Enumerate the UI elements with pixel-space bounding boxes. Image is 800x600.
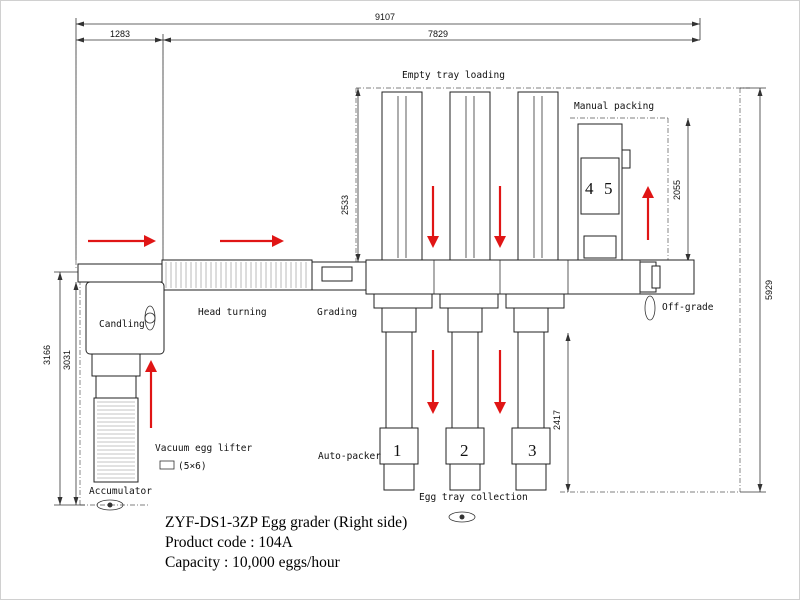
- operator-eye-icon: [96, 499, 124, 511]
- flow-arrow: [494, 350, 506, 414]
- label-off-grade: Off-grade: [662, 302, 714, 313]
- label-vacuum-egg-lifter: Vacuum egg lifter: [155, 443, 253, 454]
- tray-loader-3: [517, 91, 559, 261]
- packer-number-1: 1: [393, 441, 402, 460]
- main-conveyor: [77, 259, 695, 295]
- label-auto-packer: Auto-packer: [318, 451, 381, 462]
- label-head-turning: Head turning: [198, 307, 267, 318]
- label-lifter-spec: (5×6): [178, 461, 207, 472]
- lifter-icon: [159, 460, 175, 470]
- label-accumulator: Accumulator: [89, 486, 152, 497]
- flow-arrow: [220, 235, 284, 247]
- flow-arrow: [427, 186, 439, 248]
- dim-height-right: 5929: [764, 280, 774, 300]
- accumulator-unit: Accumulator: [89, 353, 152, 497]
- operator-eye-icon: [144, 305, 156, 331]
- flow-arrow: [88, 235, 156, 247]
- dim-left-width: 1283: [110, 29, 130, 39]
- caption-product-code: Product code : 104A: [165, 534, 294, 551]
- candling-unit: Candling: [85, 281, 165, 355]
- flow-arrow: [427, 350, 439, 414]
- dim-total-width: 9107: [375, 12, 395, 22]
- right-dimension: 5929: [740, 87, 774, 493]
- label-grading: Grading: [317, 307, 357, 318]
- manual-packing-station: 4 5 Manual packing: [574, 101, 654, 261]
- manual-number-5: 5: [604, 179, 613, 198]
- label-manual-packing: Manual packing: [574, 101, 654, 112]
- dim-manual-height: 2055: [672, 180, 682, 200]
- label-candling: Candling: [99, 319, 145, 330]
- flow-arrow: [145, 360, 157, 428]
- packer-number-3: 3: [528, 441, 537, 460]
- dim-main-width: 7829: [428, 29, 448, 39]
- left-dimensions: 3166 3031: [42, 271, 85, 506]
- packer-lane-1: 1: [373, 293, 433, 491]
- caption-capacity: Capacity : 10,000 eggs/hour: [165, 554, 341, 571]
- flow-arrow: [642, 186, 654, 240]
- packer-lane-3: 3: [505, 293, 565, 491]
- operator-eye-icon: [644, 295, 656, 321]
- label-empty-tray-loading: Empty tray loading: [402, 70, 505, 81]
- dim-collection-height: 2417: [552, 410, 562, 430]
- caption-model: ZYF-DS1-3ZP Egg grader (Right side): [165, 514, 407, 531]
- operator-eye-icon: [448, 511, 476, 523]
- tray-height-dimension: 2533: [340, 88, 361, 262]
- footprint-envelope: [75, 40, 750, 506]
- dim-tray-height: 2533: [340, 195, 350, 215]
- tray-loader-2: [449, 91, 491, 261]
- manual-height-dimension: 2055: [672, 118, 691, 262]
- dim-height-left-outer: 3166: [42, 345, 52, 365]
- tray-loader-1: [381, 91, 423, 261]
- dim-height-left-inner: 3031: [62, 350, 72, 370]
- collection-height-dimension: 2417: [552, 333, 571, 492]
- manual-number-4: 4: [585, 179, 594, 198]
- flow-arrow: [494, 186, 506, 248]
- packer-lane-2: 2: [439, 293, 499, 491]
- packer-number-2: 2: [460, 441, 469, 460]
- label-egg-tray-collection: Egg tray collection: [419, 492, 528, 503]
